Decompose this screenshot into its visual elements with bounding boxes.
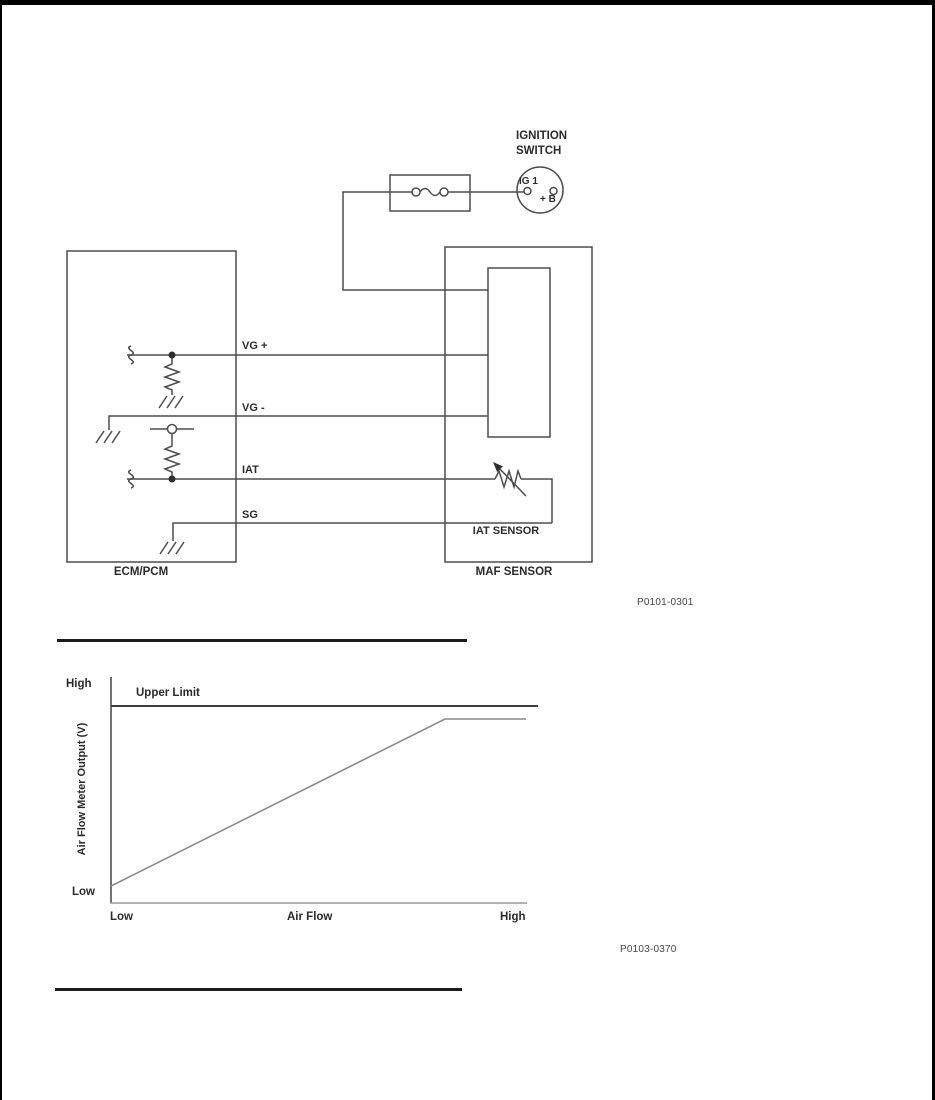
pin-label-iat: IAT [242, 464, 259, 476]
wire-fuse-to-maf [342, 191, 488, 291]
graph-y-axis-title: Air Flow Meter Output (V) [76, 722, 88, 856]
iat-thermistor-symbol [494, 465, 527, 497]
b-terminal-label: + B [540, 194, 556, 205]
wire-iat-loop [521, 478, 553, 523]
ecm-label: ECM/PCM [113, 566, 169, 578]
junction-dot-vg-plus [168, 351, 176, 359]
figure1-code: P0101-0301 [637, 597, 694, 608]
output-curve [110, 718, 526, 887]
squiggle-vg-plus [128, 345, 134, 365]
thermistor-arrowhead [493, 462, 503, 472]
page-border-right [932, 5, 935, 1100]
graph-y-high-label: High [66, 678, 92, 690]
ground-symbol-sg [159, 541, 185, 555]
fuse-symbol [411, 187, 449, 197]
squiggle-iat [128, 469, 134, 489]
ignition-switch-label-line1: IGNITION [516, 130, 568, 142]
iat-sensor-label: IAT SENSOR [472, 525, 540, 537]
maf-sensor-box [444, 246, 593, 563]
ecm-box [66, 250, 237, 563]
pin-label-vg-minus: VG - [242, 402, 265, 414]
ground-symbol-vg-plus [158, 395, 184, 409]
maf-inner-module-box [487, 267, 551, 438]
graph-x-high-label: High [500, 911, 526, 923]
section-divider-top [57, 639, 467, 642]
pullup-node [150, 423, 194, 479]
fuse-box [389, 174, 471, 212]
ignition-switch-symbol [516, 166, 564, 214]
graph-canvas [110, 677, 538, 904]
resistor-vg-plus [162, 355, 182, 395]
pin-label-sg: SG [242, 509, 258, 521]
figure2-code: P0103-0370 [620, 944, 677, 955]
wire-sg [172, 522, 552, 541]
junction-dot-iat [168, 475, 176, 483]
ignition-switch-label-line2: SWITCH [516, 145, 562, 157]
ig1-terminal-label: IG 1 [519, 176, 538, 187]
pin-label-vg-plus: VG + [242, 340, 268, 352]
section-divider-bottom [55, 988, 462, 991]
maf-sensor-label: MAF SENSOR [475, 566, 553, 578]
page-border-top [0, 0, 935, 5]
wire-vg-minus [108, 415, 488, 430]
page-border-left [0, 5, 2, 1100]
ground-symbol-vg-minus [95, 430, 121, 444]
graph-y-low-label: Low [72, 886, 95, 898]
graph-x-axis-title: Air Flow [287, 911, 333, 923]
graph-x-low-label: Low [110, 911, 133, 923]
graph-upper-limit-label: Upper Limit [136, 687, 200, 699]
